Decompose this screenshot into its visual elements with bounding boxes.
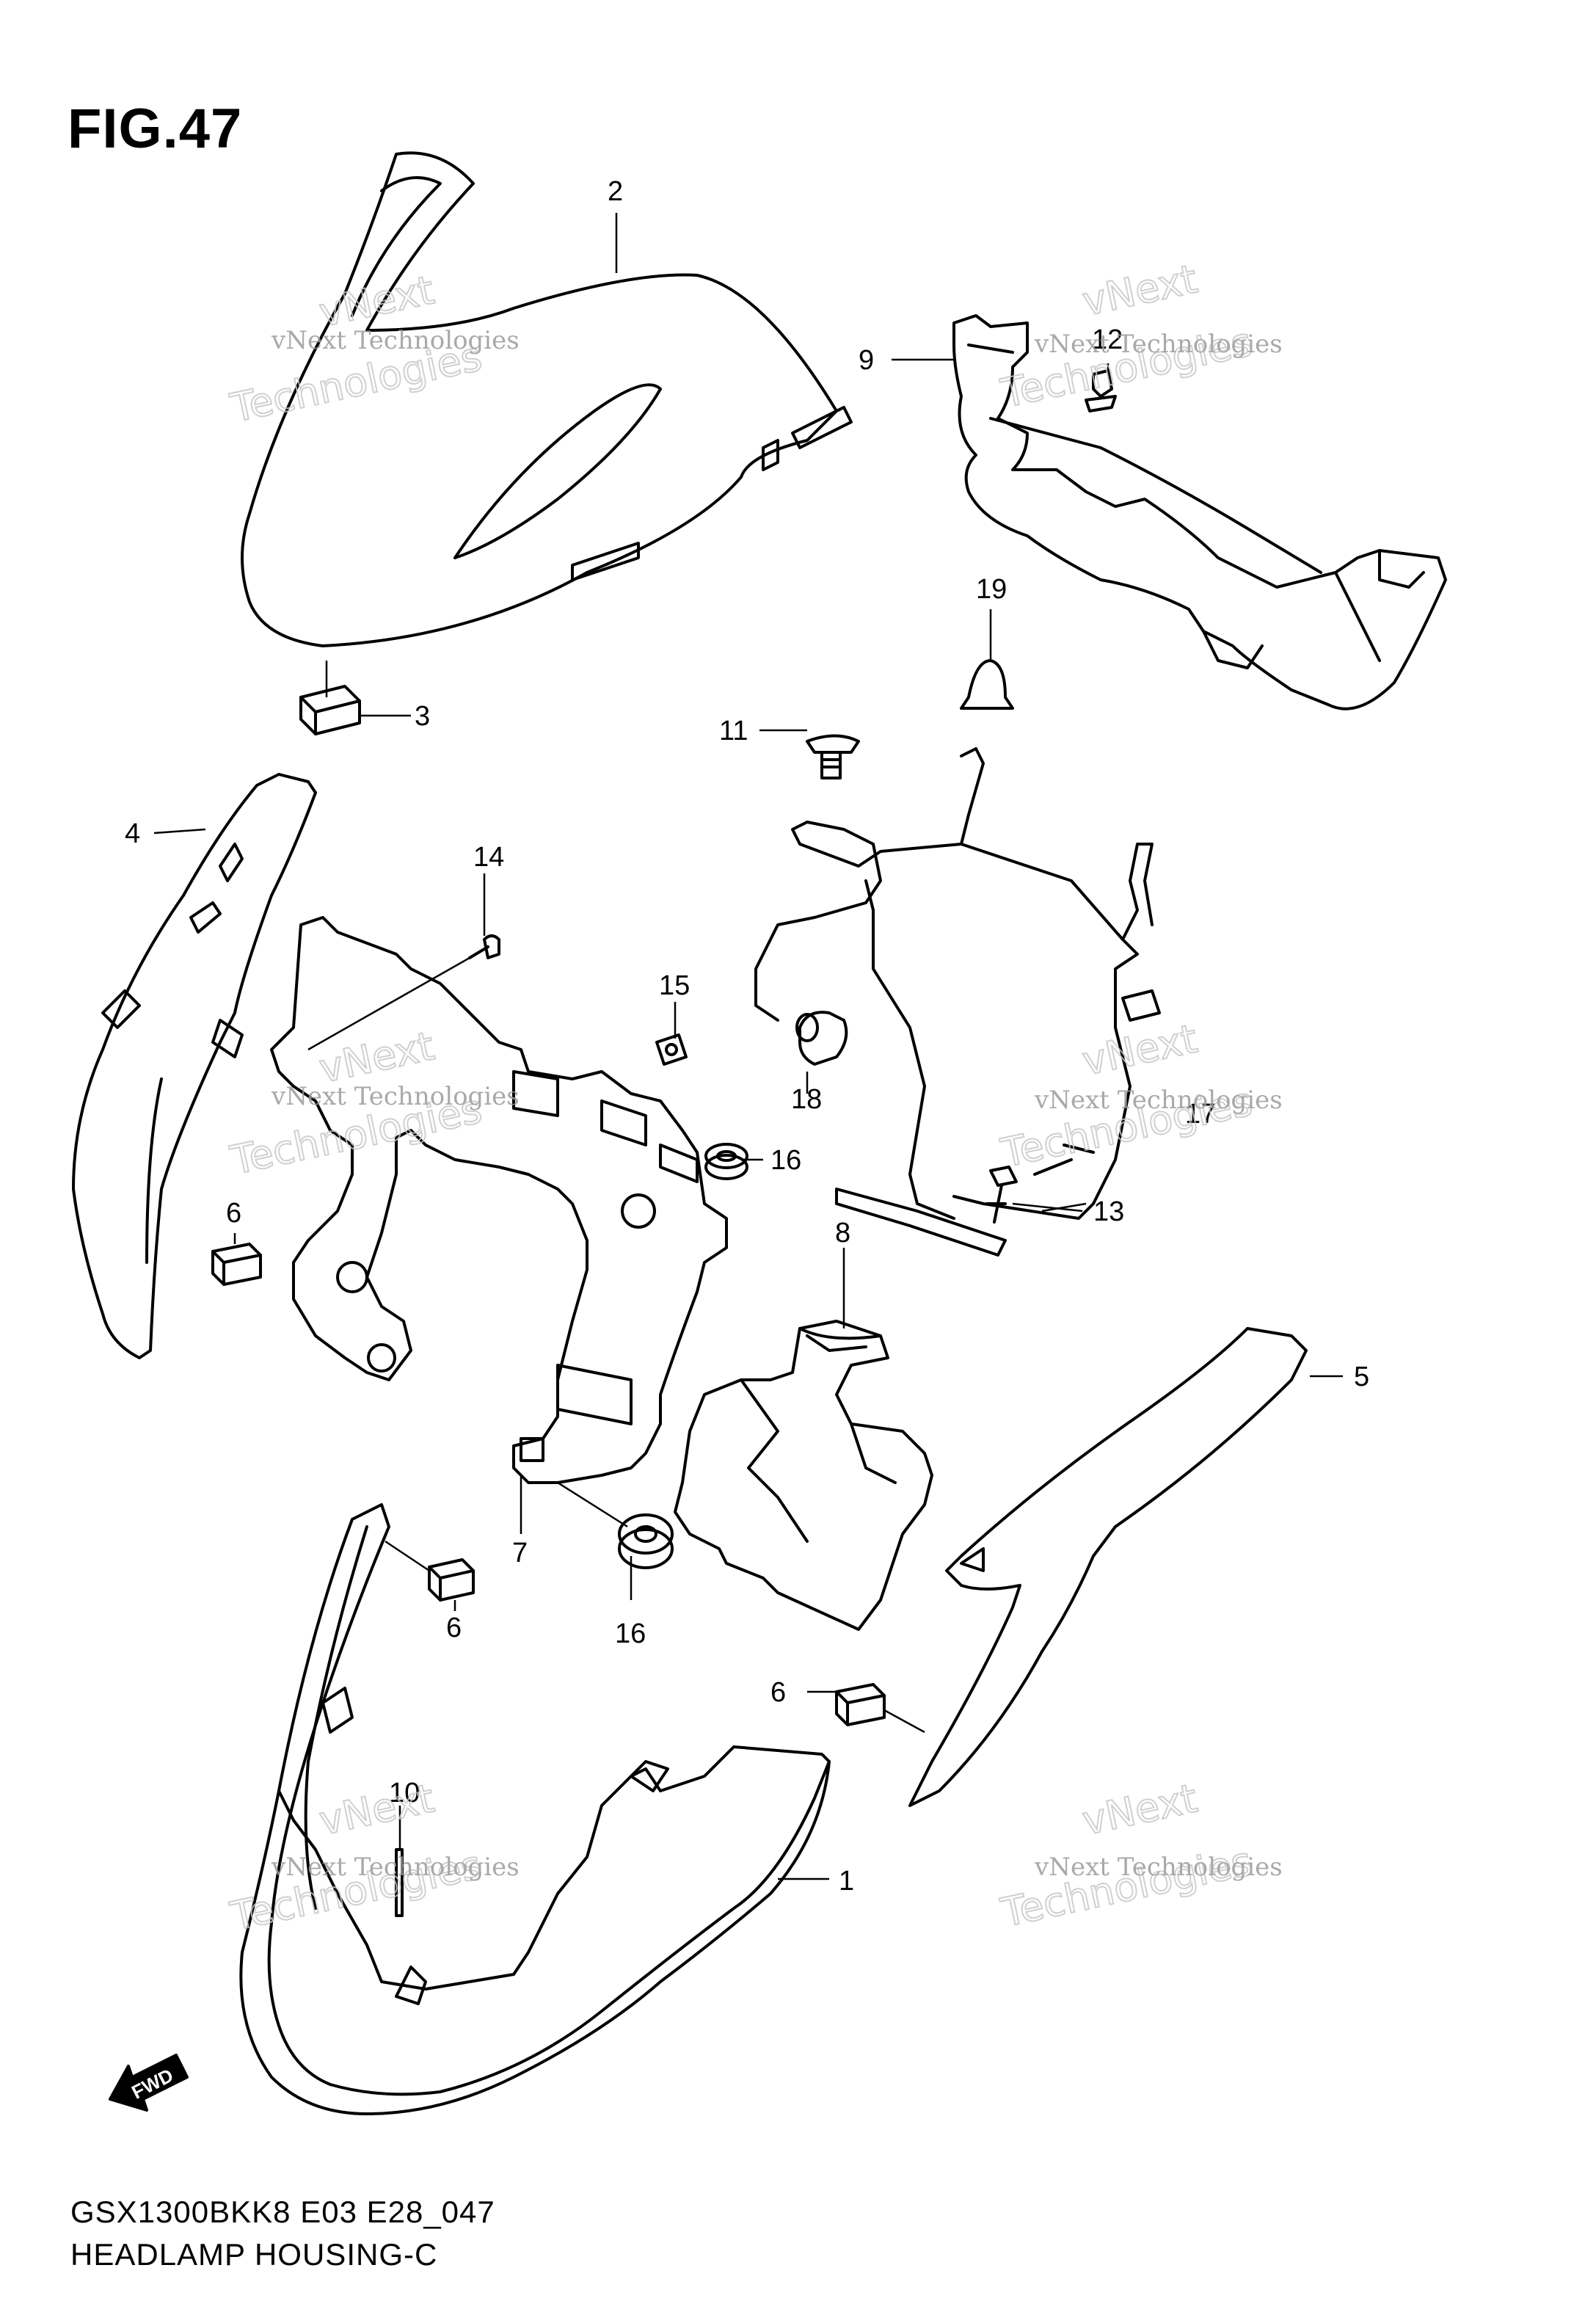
callout-14: 14 <box>473 842 504 873</box>
watermark-line-3: vNext Technologies <box>271 1082 520 1111</box>
watermark-small-2: vNext <box>1079 255 1201 324</box>
fwd-arrow-icon <box>109 2054 189 2112</box>
callout-7: 7 <box>512 1538 528 1568</box>
callout-5: 5 <box>1354 1362 1369 1392</box>
leader-lines <box>153 213 1343 1880</box>
windscreen-part <box>241 151 853 647</box>
cushion-part-6-right <box>835 1683 886 1726</box>
callout-17: 17 <box>1185 1099 1216 1130</box>
callout-3: 3 <box>415 701 430 732</box>
watermark-line-6: vNext Technologies <box>1034 1853 1283 1882</box>
screw-part-11 <box>806 734 860 779</box>
figure-title: FIG.47 <box>68 98 243 160</box>
bolt-part-13 <box>985 1166 1018 1224</box>
clip-part-12 <box>1085 369 1117 412</box>
callout-11: 11 <box>719 716 748 746</box>
watermark-small-6: vNext <box>1079 1775 1201 1844</box>
screw-part-14 <box>468 934 500 959</box>
callout-13: 13 <box>1093 1196 1124 1227</box>
watermark-line-2: vNext Technologies <box>1034 330 1283 359</box>
right-side-cover-part <box>908 1327 1308 1807</box>
watermarks: Technologies vNext vNext Technologies Te… <box>226 255 1283 1941</box>
cushion-part-19 <box>960 659 1014 710</box>
cushion-part-3 <box>299 685 361 735</box>
headlamp-bracket-part <box>270 916 728 1484</box>
grommet-part-16-lower <box>618 1513 674 1569</box>
callout-19: 19 <box>976 574 1007 605</box>
callout-10: 10 <box>389 1778 420 1808</box>
brace-frame-part <box>754 747 1161 1257</box>
callout-2: 2 <box>608 176 623 207</box>
callout-6-middle: 6 <box>446 1613 462 1643</box>
callout-1: 1 <box>839 1866 854 1897</box>
cushion-part-6-middle <box>428 1558 475 1602</box>
grommet-part-16-upper <box>704 1143 748 1180</box>
watermark-line-1: vNext Technologies <box>271 326 520 355</box>
callout-16-lower: 16 <box>615 1618 646 1649</box>
inner-cover-part <box>674 1320 933 1631</box>
watermark-line-4: vNext Technologies <box>1034 1086 1283 1115</box>
cowling-part <box>239 1503 831 2115</box>
callout-15: 15 <box>659 970 690 1001</box>
callout-9: 9 <box>859 345 874 376</box>
watermark-small-5: vNext <box>316 1775 438 1844</box>
spacer-part-18 <box>795 1011 848 1066</box>
upper-inner-panel-part <box>952 314 1447 710</box>
cushion-part-6-left <box>211 1243 262 1286</box>
model-code: GSX1300BKK8 E03 E28_047 <box>70 2195 495 2229</box>
callout-16-upper: 16 <box>770 1145 801 1176</box>
callout-8: 8 <box>835 1218 850 1248</box>
watermark-line-5: vNext Technologies <box>271 1853 520 1882</box>
callout-6-left: 6 <box>226 1198 241 1229</box>
nut-part-15 <box>655 1033 688 1066</box>
callout-12: 12 <box>1092 324 1123 355</box>
watermark-small-4: vNext <box>1079 1015 1201 1084</box>
callout-labels: 1 2 3 4 5 6 6 6 7 8 9 10 11 12 13 14 15 … <box>125 176 1369 1897</box>
callout-4: 4 <box>125 818 140 849</box>
callout-18: 18 <box>791 1084 822 1115</box>
callout-6-right: 6 <box>770 1677 786 1708</box>
section-name: HEADLAMP HOUSING-C <box>70 2237 438 2272</box>
left-inner-panel-part <box>72 773 317 1359</box>
